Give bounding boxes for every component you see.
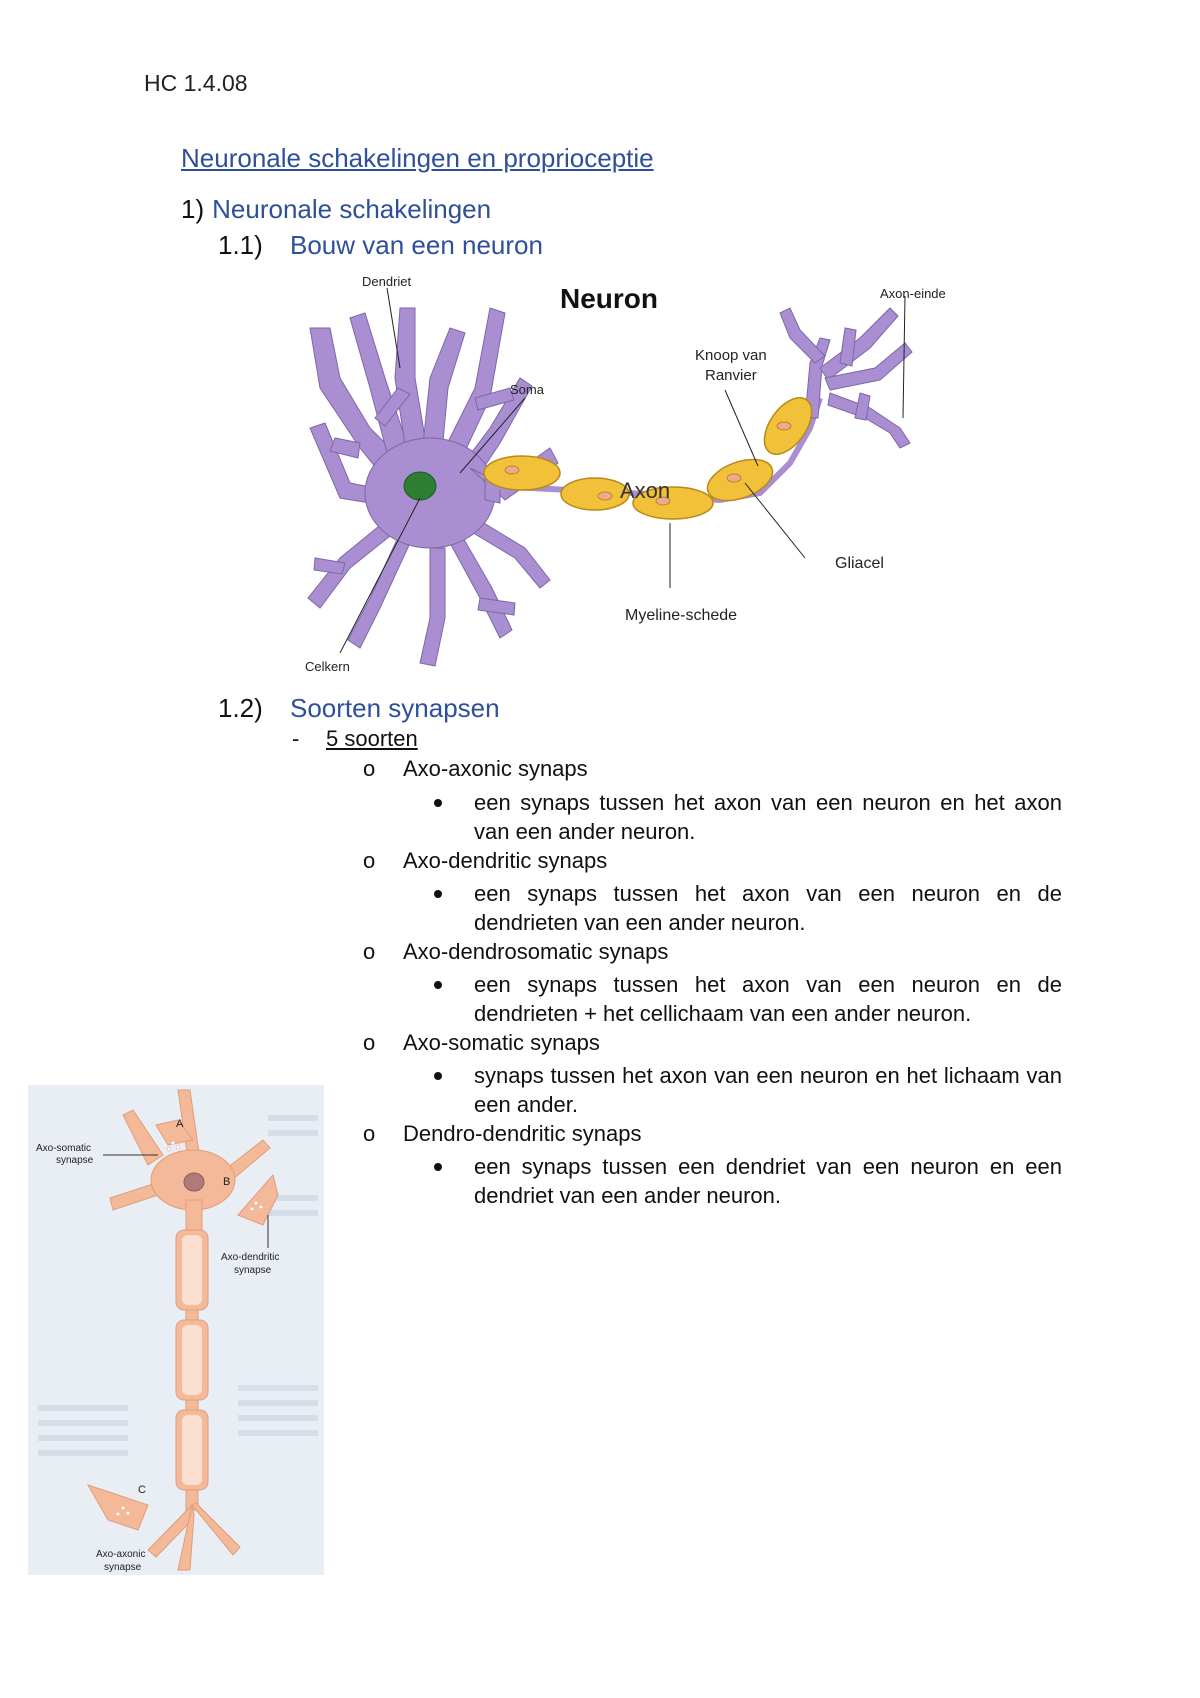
label-axon-einde: Axon-einde xyxy=(880,286,946,301)
myelin-highlight xyxy=(182,1325,202,1395)
label-axo-dendritic-line1: Axo-dendritic xyxy=(221,1252,279,1263)
label-axo-axonic-line1: Axo-axonic xyxy=(96,1549,145,1560)
list-item-description: een synaps tussen het axon van een neuro… xyxy=(432,970,1062,1028)
synaptic-vesicles xyxy=(115,1140,264,1517)
figure-labels: A B C Axo-somatic synapse Axo-dendritic … xyxy=(36,1118,279,1573)
bullet-icon xyxy=(434,1163,442,1171)
list-item-label: Dendro-dendritic synaps xyxy=(403,1121,642,1146)
list-item-description: een synaps tussen een dendriet van een n… xyxy=(432,1152,1062,1210)
list-marker: o xyxy=(363,1121,376,1146)
figure-leader-lines xyxy=(103,1154,269,1248)
dash-marker: - xyxy=(292,726,300,751)
list-item: o Dendro-dendritic synaps xyxy=(363,1121,641,1147)
axon-shaft xyxy=(489,397,823,504)
label-soma: Soma xyxy=(510,382,545,397)
list-item-label: Axo-axonic synaps xyxy=(403,756,588,781)
neuron-diagram: Neuron Dendriet Soma Axon Knoop van Ranv… xyxy=(305,274,946,674)
list-item: o Axo-dendritic synaps xyxy=(363,848,607,874)
label-axon: Axon xyxy=(620,478,670,503)
bullet-icon xyxy=(434,1072,442,1080)
list-item-description: synaps tussen het axon van een neuron en… xyxy=(432,1061,1062,1119)
label-b: B xyxy=(223,1176,230,1188)
label-c: C xyxy=(138,1484,146,1496)
synapse-neuron xyxy=(86,1089,279,1571)
glial-nuclei xyxy=(504,421,792,506)
label-axo-somatic-line1: Axo-somatic xyxy=(36,1143,91,1154)
myelin-highlight xyxy=(182,1235,202,1305)
label-celkern: Celkern xyxy=(305,659,350,674)
label-knoop-line2: Ranvier xyxy=(705,367,757,384)
label-a: A xyxy=(176,1118,184,1130)
document-code: HC 1.4.08 xyxy=(144,70,248,96)
label-axo-somatic-line2: synapse xyxy=(56,1155,94,1166)
list-marker: o xyxy=(363,1030,376,1055)
list-item: o Axo-somatic synaps xyxy=(363,1030,600,1056)
soorten-heading: - 5 soorten xyxy=(292,726,418,752)
synapse-figure: A B C Axo-somatic synapse Axo-dendritic … xyxy=(28,1085,324,1575)
soma-nucleus-icon xyxy=(183,1172,205,1192)
section-1-1-label: Bouw van een neuron xyxy=(290,230,543,260)
neuron-title: Neuron xyxy=(560,283,658,314)
leader-lines xyxy=(339,287,906,654)
section-1-heading: 1)Neuronale schakelingen xyxy=(181,194,491,225)
label-myeline: Myeline-schede xyxy=(625,607,737,624)
axon-terminals xyxy=(779,307,913,449)
myelin-sheaths xyxy=(483,397,813,520)
label-axo-dendritic-line2: synapse xyxy=(234,1265,272,1276)
list-marker: o xyxy=(363,939,376,964)
section-1-1-heading: 1.1) Bouw van een neuron xyxy=(218,230,618,262)
list-marker: o xyxy=(363,848,376,873)
document-title: Neuronale schakelingen en proprioceptie xyxy=(181,143,654,173)
label-knoop-line1: Knoop van xyxy=(695,347,767,364)
list-item-label: Axo-dendritic synaps xyxy=(403,848,608,873)
bullet-icon xyxy=(434,799,442,807)
section-1-2-heading: 1.2) Soorten synapsen xyxy=(218,693,618,725)
list-item: o Axo-axonic synaps xyxy=(363,756,588,782)
figure-background-text xyxy=(38,1115,318,1456)
label-dendriet: Dendriet xyxy=(362,274,412,289)
bullet-icon xyxy=(434,981,442,989)
list-marker: o xyxy=(363,756,376,781)
section-1-2-number: 1.2) xyxy=(218,693,263,723)
list-item-label: Axo-somatic synaps xyxy=(403,1030,600,1055)
nucleus-icon xyxy=(403,471,437,501)
section-1-number: 1) xyxy=(181,194,205,224)
list-item-description: een synaps tussen het axon van een neuro… xyxy=(432,788,1062,846)
section-1-label: Neuronale schakelingen xyxy=(212,194,492,224)
list-item-description: een synaps tussen het axon van een neuro… xyxy=(432,879,1062,937)
section-1-1-number: 1.1) xyxy=(218,230,263,260)
bullet-icon xyxy=(434,890,442,898)
label-gliacel: Gliacel xyxy=(835,555,884,572)
list-item: o Axo-dendrosomatic synaps xyxy=(363,939,668,965)
soorten-label: 5 soorten xyxy=(326,726,418,751)
section-1-2-label: Soorten synapsen xyxy=(290,693,500,723)
myelin-highlight xyxy=(182,1415,202,1485)
label-axo-axonic-line2: synapse xyxy=(104,1562,142,1573)
list-item-label: Axo-dendrosomatic synaps xyxy=(403,939,669,964)
